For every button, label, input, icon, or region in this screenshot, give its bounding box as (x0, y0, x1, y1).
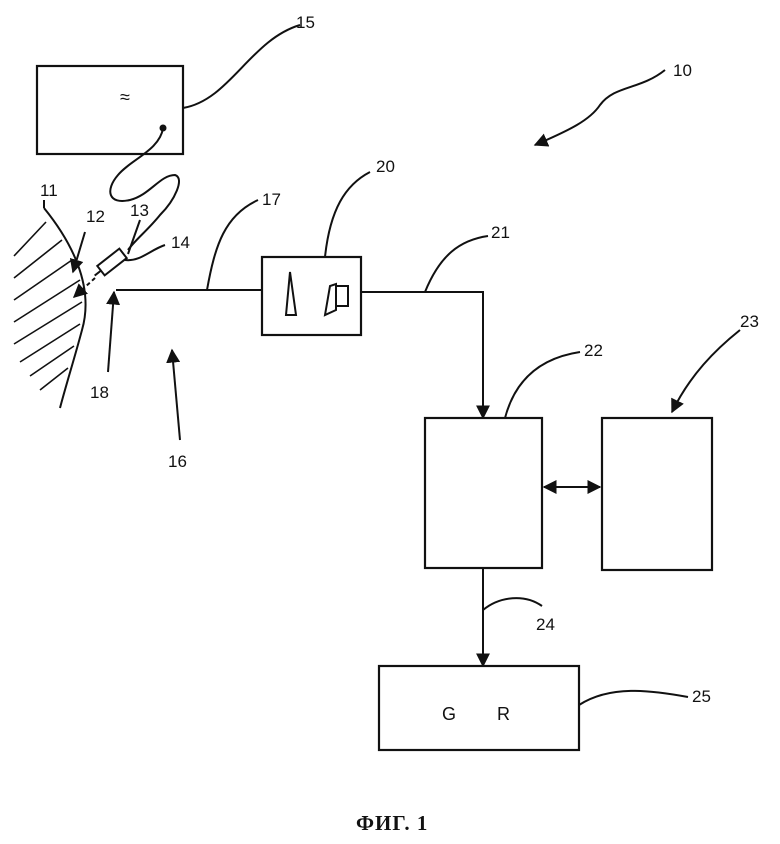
detector-box-20 (262, 257, 361, 335)
label-17: 17 (262, 190, 281, 209)
label-18: 18 (90, 383, 109, 402)
leader-21 (425, 236, 488, 292)
label-22: 22 (584, 341, 603, 360)
display-text-r: R (497, 704, 510, 724)
label-23: 23 (740, 312, 759, 331)
arrow-18 (108, 292, 114, 372)
label-24: 24 (536, 615, 555, 634)
wave-symbol: ≈ (120, 87, 130, 107)
leader-15 (183, 25, 300, 108)
leader-24 (483, 598, 542, 610)
arrow-16 (172, 350, 180, 440)
leader-25 (579, 691, 688, 705)
label-13: 13 (130, 201, 149, 220)
memory-box-23 (602, 418, 712, 570)
label-16: 16 (168, 452, 187, 471)
figure-caption: ФИГ. 1 (356, 811, 428, 835)
arrow-10 (535, 70, 665, 145)
leader-22 (505, 352, 580, 418)
leader-20 (325, 172, 370, 257)
evaluation-box-22 (425, 418, 542, 568)
signal-line-21 (361, 292, 483, 418)
label-20: 20 (376, 157, 395, 176)
leader-17 (207, 200, 258, 290)
label-10: 10 (673, 61, 692, 80)
generator-box-15 (37, 66, 183, 154)
display-box-25 (379, 666, 579, 750)
tissue-surface (44, 208, 86, 408)
arrow-23 (672, 330, 740, 412)
label-14: 14 (171, 233, 190, 252)
label-21: 21 (491, 223, 510, 242)
probe-14 (91, 249, 127, 281)
label-25: 25 (692, 687, 711, 706)
label-12: 12 (86, 207, 105, 226)
label-11: 11 (40, 181, 58, 200)
label-15: 15 (296, 13, 315, 32)
display-text-g: G (442, 704, 456, 724)
